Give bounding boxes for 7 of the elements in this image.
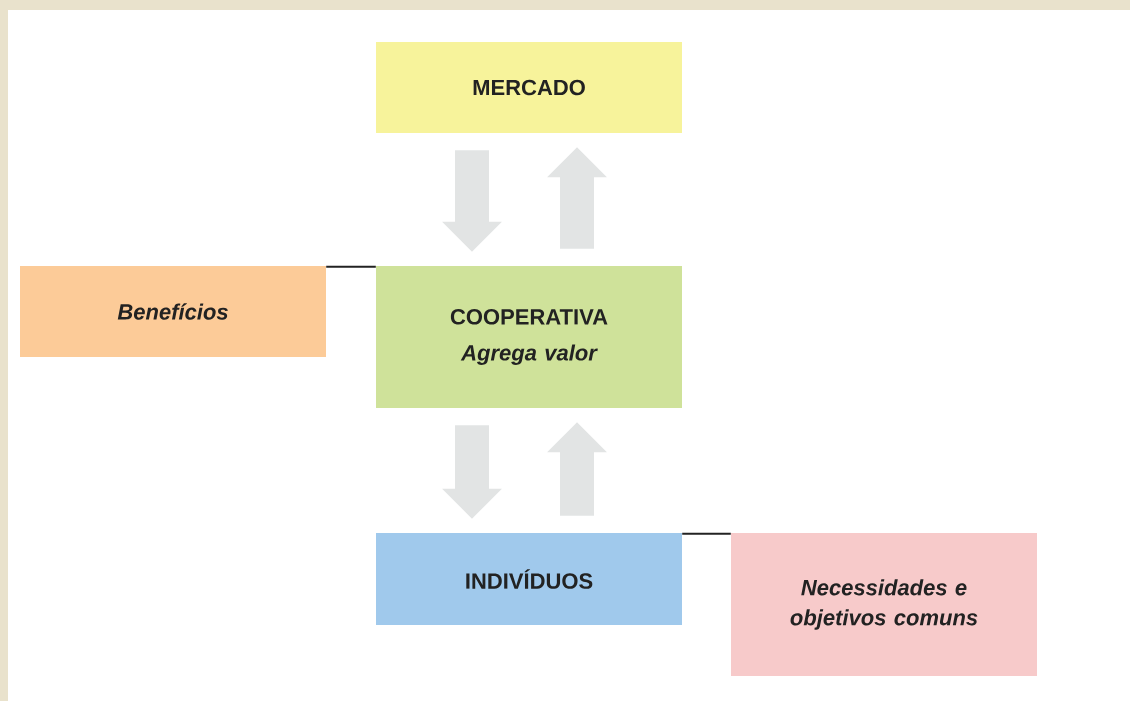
box: Benefícios bbox=[20, 266, 326, 357]
box: MERCADO bbox=[376, 42, 682, 133]
connector-line bbox=[325, 265, 377, 268]
box: Necessidades e objetivos comuns bbox=[731, 533, 1037, 676]
connector-line bbox=[681, 532, 732, 535]
box: COOPERATIVA Agrega valor bbox=[376, 266, 682, 408]
box: INDIVÍDUOS bbox=[376, 533, 682, 625]
